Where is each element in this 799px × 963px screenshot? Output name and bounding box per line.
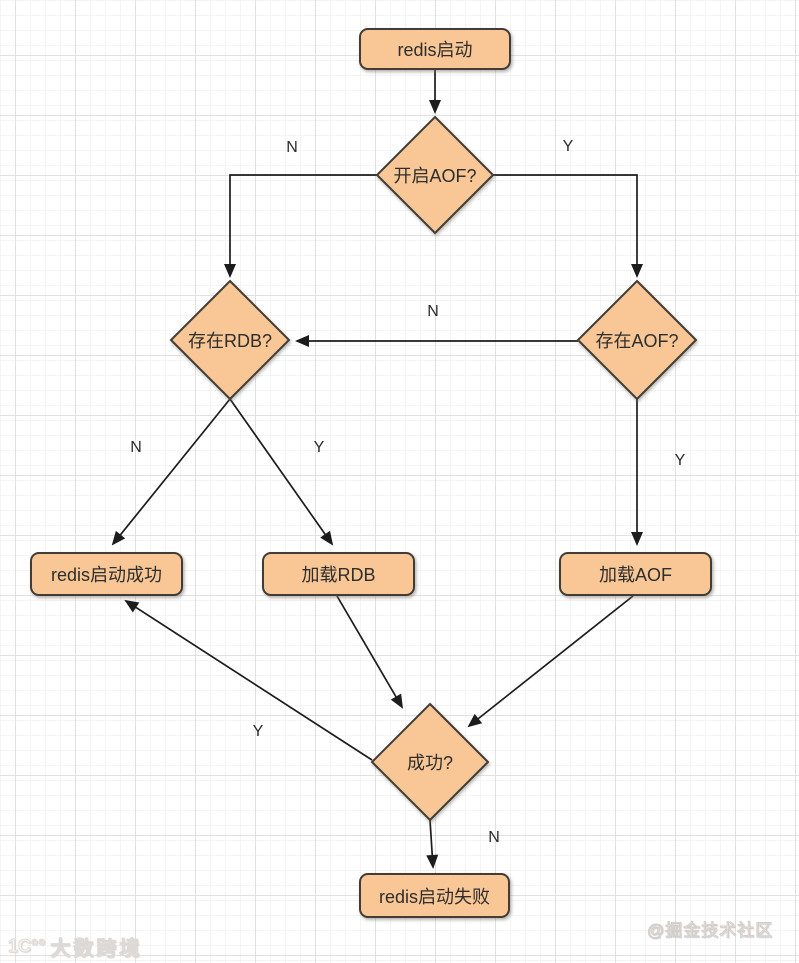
node-load-rdb: 加载RDB	[262, 552, 415, 596]
edge-aof-enabled-no	[224, 174, 377, 278]
diamond-success	[370, 702, 490, 822]
node-start: redis启动	[359, 28, 511, 70]
diamond-rdb-exists	[169, 279, 291, 401]
dashu-kuajing-logo-icon: 1C°°	[7, 936, 46, 957]
edge-label-aof-exists-yes: Y	[674, 452, 686, 469]
node-start-label: redis启动	[397, 40, 473, 60]
watermark-bottom-left: 1C°° 大数跨境	[7, 932, 143, 961]
watermark-bottom-left-text: 大数跨境	[50, 938, 143, 961]
edge-success-no	[426, 819, 439, 869]
edge-label-aof-exists-no: N	[427, 303, 439, 320]
node-start-fail-label: redis启动失败	[378, 886, 490, 907]
node-load-rdb-label: 加载RDB	[301, 565, 376, 585]
diamond-aof-enabled	[375, 115, 495, 235]
node-start-success: redis启动成功	[30, 552, 183, 596]
node-load-aof-label: 加载AOF	[598, 565, 672, 585]
edge-load-aof-to-success	[467, 595, 634, 728]
edge-rdb-exists-yes	[229, 398, 334, 546]
edge-label-aof-enabled-yes: Y	[562, 138, 574, 155]
edge-load-rdb-to-success	[336, 595, 404, 709]
edge-rdb-exists-no	[111, 398, 231, 546]
node-start-success-label: redis启动成功	[50, 565, 162, 585]
edge-success-yes	[124, 599, 373, 761]
edge-label-success-yes: Y	[252, 723, 264, 740]
edge-label-rdb-exists-yes: Y	[313, 439, 325, 456]
diamond-aof-exists	[576, 279, 698, 401]
edge-label-rdb-exists-no: N	[130, 439, 142, 456]
edge-aof-enabled-yes	[493, 174, 643, 278]
node-load-aof: 加载AOF	[559, 552, 712, 596]
edge-label-success-no: N	[488, 829, 500, 846]
edge-label-aof-enabled-no: N	[286, 139, 298, 156]
node-start-fail: redis启动失败	[359, 873, 510, 918]
watermark-juejin-community: @掘金技术社区	[646, 921, 774, 941]
